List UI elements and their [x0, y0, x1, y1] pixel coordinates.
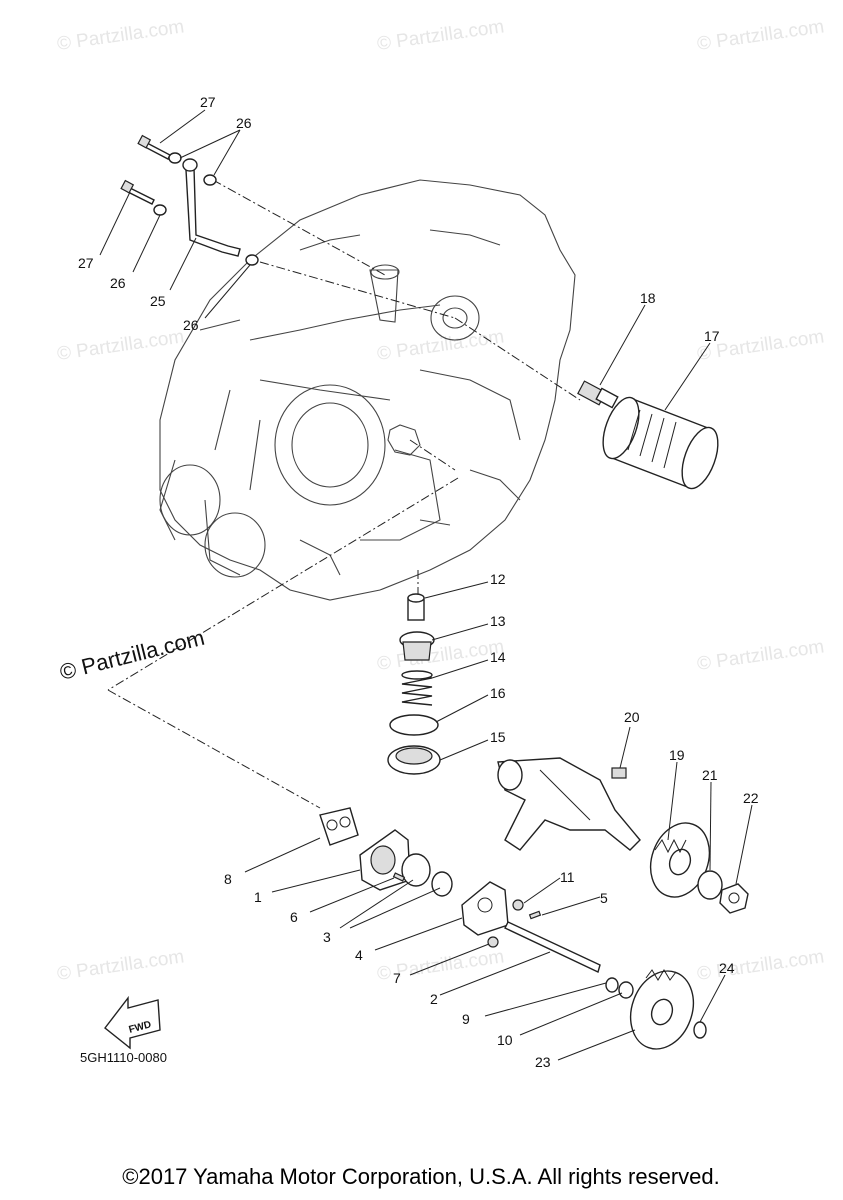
- watermark: © Partzilla.com: [696, 16, 826, 55]
- crankcase-drawing: [159, 179, 576, 601]
- strainer-13: [399, 631, 435, 661]
- circlip-9: [605, 977, 619, 993]
- callout-19: 19: [669, 747, 685, 763]
- bolt-27: [137, 134, 171, 160]
- callout-2: 2: [430, 991, 438, 1007]
- nut-22: [719, 883, 749, 914]
- callout-15: 15: [490, 729, 506, 745]
- callout-26: 26: [236, 115, 252, 131]
- fwd-arrow: FWD: [104, 995, 161, 1050]
- washer-26: [153, 204, 167, 216]
- callout-4: 4: [355, 947, 363, 963]
- callout-5: 5: [600, 890, 608, 906]
- callout-18: 18: [640, 290, 656, 306]
- watermark: © Partzilla.com: [376, 636, 506, 675]
- washer-10: [618, 981, 634, 999]
- callout-12: 12: [490, 571, 506, 587]
- watermark: © Partzilla.com: [56, 326, 186, 365]
- washer-26: [203, 174, 217, 186]
- circlip-24: [693, 1021, 707, 1039]
- copyright-notice: ©2017 Yamaha Motor Corporation, U.S.A. A…: [122, 1164, 719, 1189]
- watermark: © Partzilla.com: [376, 16, 506, 55]
- leader-lines: [99, 109, 753, 1061]
- key-20: [611, 767, 627, 779]
- rotor-3: [401, 853, 453, 897]
- callout-26: 26: [110, 275, 126, 291]
- bolt-27: [120, 179, 155, 205]
- gasket-8: [319, 807, 359, 846]
- pin-6: [392, 872, 406, 882]
- screw-11: [512, 899, 524, 911]
- screw-7: [487, 936, 499, 948]
- gear-23: [629, 969, 695, 1050]
- callout-26: 26: [183, 317, 199, 333]
- callout-22: 22: [743, 790, 759, 806]
- shaft-2: [504, 921, 601, 973]
- washer-26: [168, 152, 182, 164]
- watermark: © Partzilla.com: [696, 636, 826, 675]
- callout-25: 25: [150, 293, 166, 309]
- o-ring-16: [389, 714, 439, 736]
- watermark: © Partzilla.com: [696, 946, 826, 985]
- callout-16: 16: [490, 685, 506, 701]
- pin-5: [528, 910, 542, 920]
- washer-21: [697, 870, 723, 900]
- oil-filter-17: [602, 396, 719, 490]
- diagram-code: 5GH1110-0080: [80, 1050, 167, 1065]
- callouts: 27 26 27 26 25 26 18 17 12 13 14 16 15 2…: [78, 94, 759, 1070]
- watermark: © Partzilla.com: [56, 946, 186, 985]
- callout-27: 27: [200, 94, 216, 110]
- pipe-12: [407, 593, 425, 621]
- callout-6: 6: [290, 909, 298, 925]
- washer-26: [245, 254, 259, 266]
- callout-7: 7: [393, 970, 401, 986]
- connection-lines: [107, 179, 581, 809]
- union-bolt-18: [577, 380, 619, 409]
- callout-10: 10: [497, 1032, 513, 1048]
- callout-13: 13: [490, 613, 506, 629]
- callout-20: 20: [624, 709, 640, 725]
- parts: FWD: [104, 134, 749, 1050]
- callout-17: 17: [704, 328, 720, 344]
- callout-1: 1: [254, 889, 262, 905]
- watermark: © Partzilla.com: [376, 326, 506, 365]
- callout-21: 21: [702, 767, 718, 783]
- callout-24: 24: [719, 960, 735, 976]
- pump-housing: [497, 757, 641, 851]
- callout-9: 9: [462, 1011, 470, 1027]
- callout-23: 23: [535, 1054, 551, 1070]
- oil-pipe-25: [185, 164, 241, 257]
- callout-8: 8: [224, 871, 232, 887]
- callout-11: 11: [560, 869, 575, 885]
- pump-cover-4: [461, 881, 509, 936]
- gear-19: [649, 822, 711, 898]
- cap-15: [387, 745, 441, 775]
- callout-3: 3: [323, 929, 331, 945]
- callout-27: 27: [78, 255, 94, 271]
- callout-14: 14: [490, 649, 506, 665]
- watermark: © Partzilla.com: [56, 16, 186, 55]
- spring-14: [401, 670, 433, 706]
